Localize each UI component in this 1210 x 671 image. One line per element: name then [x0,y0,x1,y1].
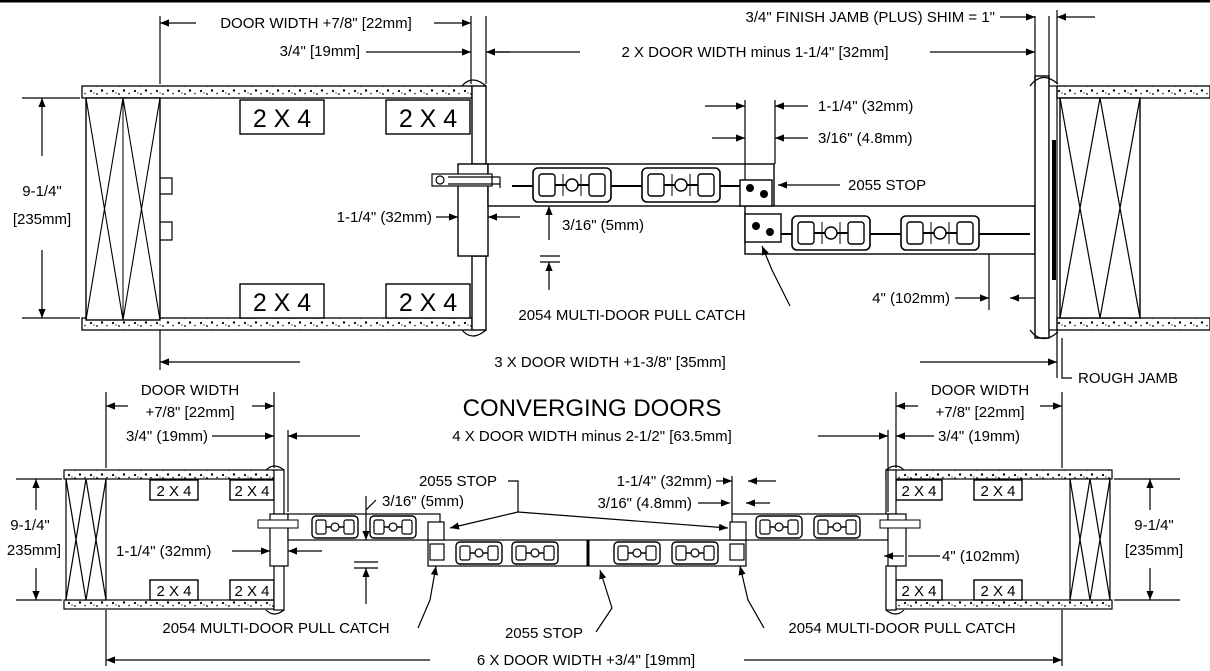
bottom-stud-label-6: 2 X 4 [980,483,1015,500]
bottom-roller-7 [755,515,803,539]
bottom-roller-6 [671,541,719,565]
bottom-stud-label-5: 2 X 4 [901,483,936,500]
top-stud-label-3: 2 X 4 [253,289,311,317]
top-label-rough-jamb: ROUGH JAMB [1078,370,1178,387]
top-stud-box-2 [385,99,471,135]
bottom-stud-label-8: 2 X 4 [980,583,1015,600]
bottom-dim-three-sixteenth-48: 3/16" (4.8mm) [597,495,692,512]
top-left-jamb-upper [471,85,487,165]
top-dim-three-quarter: 3/4" [19mm] [280,43,360,60]
top-left-jamb-lower [471,255,487,331]
bottom-stud-label-4: 2 X 4 [234,583,269,600]
top-right-drywall-upper [1056,85,1210,99]
converging-doors-view: CONVERGING DOORS 2 X 4 2 X 4 2 X 4 2 X 4 [7,382,1183,669]
top-dim-nine-quarter: 9-1/4" [22,183,62,200]
bottom-roller-5 [613,541,661,565]
bottom-dim-three-sixteenth-5: 3/16" (5mm) [382,493,464,510]
bottom-left-nine-quarter: 9-1/4" [10,517,50,534]
bottom-left-drywall-upper [63,469,275,480]
top-dim-235mm: [235mm] [13,211,71,228]
top-dim-two-x-width: 2 X DOOR WIDTH minus 1-1/4" [32mm] [621,44,888,61]
bottom-dim-one-quarter: 1-1/4" (32mm) [617,473,712,490]
bottom-right-plus-78: +7/8" [22mm] [935,404,1024,421]
top-dim-one-quarter: 1-1/4" (32mm) [818,98,913,115]
bottom-right-drywall-upper [885,469,1113,480]
top-roller-4 [900,215,980,251]
bottom-dim-one-quarter-left: 1-1/4" (32mm) [116,543,211,560]
top-dim-three-sixteenth-5: 3/16" (5mm) [562,217,644,234]
top-dim-finish-jamb: 3/4" FINISH JAMB (PLUS) SHIM = 1" [746,9,995,26]
bottom-dim-four-102: 4" (102mm) [942,548,1020,565]
bottom-stud-label-7: 2 X 4 [901,583,936,600]
top-stud-label-4: 2 X 4 [399,289,457,317]
top-stud-notch-1 [160,177,173,195]
top-right-drywall-lower [1056,317,1210,331]
top-dim-one-quarter-left: 1-1/4" (32mm) [337,209,432,226]
bottom-roller-4 [511,541,559,565]
bottom-right-nine-quarter: 9-1/4" [1134,517,1174,534]
top-roller-3 [791,215,871,251]
top-dim-four-102: 4" (102mm) [872,290,950,307]
top-door-track-2 [744,205,1036,255]
bottom-dim-four-x-width: 4 X DOOR WIDTH minus 2-1/2" [63.5mm] [452,428,732,445]
bottom-label-2055-stop-top: 2055 STOP [419,473,497,490]
bottom-label-pull-catch-right: 2054 MULTI-DOOR PULL CATCH [788,620,1015,637]
top-roller-2 [641,167,721,203]
bottom-track-left [287,513,441,541]
bottom-left-three-quarter: 3/4" (19mm) [126,428,208,445]
bottom-stud-label-1: 2 X 4 [156,483,191,500]
bottom-roller-3 [455,541,503,565]
top-stud-notch-2 [160,221,173,241]
bottom-dim-six-x-width: 6 X DOOR WIDTH +3/4" [19mm] [477,652,695,669]
bottom-roller-1 [311,515,359,539]
bottom-left-drywall-lower [63,599,275,610]
bottom-stud-label-2: 2 X 4 [234,483,269,500]
top-shim [1052,140,1056,280]
top-label-pull-catch: 2054 MULTI-DOOR PULL CATCH [518,307,745,324]
top-dim-door-width-78: DOOR WIDTH +7/8" [22mm] [220,15,412,32]
bottom-stud-label-3: 2 X 4 [156,583,191,600]
bottom-left-plus-78: +7/8" [22mm] [145,404,234,421]
top-2054-catch-block [744,213,782,243]
bottom-right-three-quarter: 3/4" (19mm) [938,428,1020,445]
top-stud-box-4 [385,283,471,319]
top-dim-three-x-width: 3 X DOOR WIDTH +1-3/8" [35mm] [494,354,726,371]
bottom-roller-8 [813,515,861,539]
bottom-label-pull-catch-left: 2054 MULTI-DOOR PULL CATCH [162,620,389,637]
top-stud-box-1 [239,99,325,135]
top-right-jamb [1034,75,1050,339]
top-left-end-stud [85,97,161,321]
bottom-roller-2 [369,515,417,539]
bottom-right-door-width: DOOR WIDTH [931,382,1029,399]
bottom-label-2055-stop-bottom: 2055 STOP [505,625,583,642]
top-label-2055-stop: 2055 STOP [848,177,926,194]
top-plan-view: 2 X 4 2 X 4 2 X 4 2 X 4 [13,9,1210,387]
bottom-left-door-width: DOOR WIDTH [141,382,239,399]
bottom-right-drywall-lower [885,599,1113,610]
top-dim-three-sixteenth-48: 3/16" (4.8mm) [818,130,913,147]
bottom-left-235mm: 235mm] [7,542,61,559]
top-roller-1 [532,167,612,203]
bottom-right-235mm: [235mm] [1125,542,1183,559]
top-stud-box-3 [239,283,325,319]
top-stud-label-1: 2 X 4 [253,105,311,133]
converging-doors-title: CONVERGING DOORS [463,395,722,422]
top-left-drywall-upper [81,85,473,99]
top-stud-label-2: 2 X 4 [399,105,457,133]
